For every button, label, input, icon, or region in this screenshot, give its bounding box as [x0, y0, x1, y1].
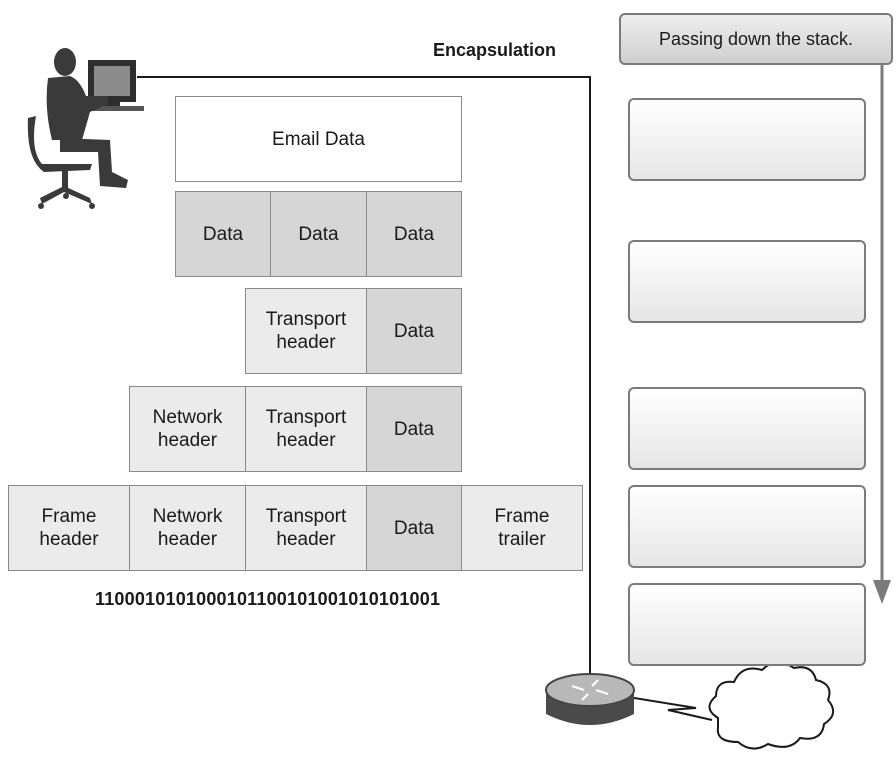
stack-layer-box [628, 240, 866, 323]
stack-layer-box [628, 583, 866, 666]
transport-header-cell: Transport header [245, 386, 367, 472]
email-data-cell: Email Data [175, 96, 462, 182]
router-icon [545, 673, 635, 725]
segment-data-cell: Data [366, 191, 462, 277]
segment-data-cell: Data [270, 191, 367, 277]
data-cell: Data [366, 288, 462, 374]
encapsulation-title: Encapsulation [433, 40, 557, 60]
data-cell: Data [366, 485, 462, 571]
stack-header: Passing down the stack. [619, 13, 893, 65]
stack-layer-box [628, 387, 866, 470]
frame-trailer-cell: Frame trailer [461, 485, 583, 571]
bitstream: 1100010101000101100101001010101001 [95, 589, 441, 609]
person-at-computer-icon [27, 48, 144, 209]
network-header-cell: Network header [129, 386, 246, 472]
segment-data-cell: Data [175, 191, 271, 277]
stack-layer-box [628, 98, 866, 181]
cloud-icon [708, 661, 835, 750]
connection-line [137, 76, 591, 680]
network-header-cell: Network header [129, 485, 246, 571]
transport-header-cell: Transport header [245, 288, 367, 374]
data-cell: Data [366, 386, 462, 472]
serial-link [633, 697, 713, 721]
transport-header-cell: Transport header [245, 485, 367, 571]
stack-layer-box [628, 485, 866, 568]
frame-header-cell: Frame header [8, 485, 130, 571]
